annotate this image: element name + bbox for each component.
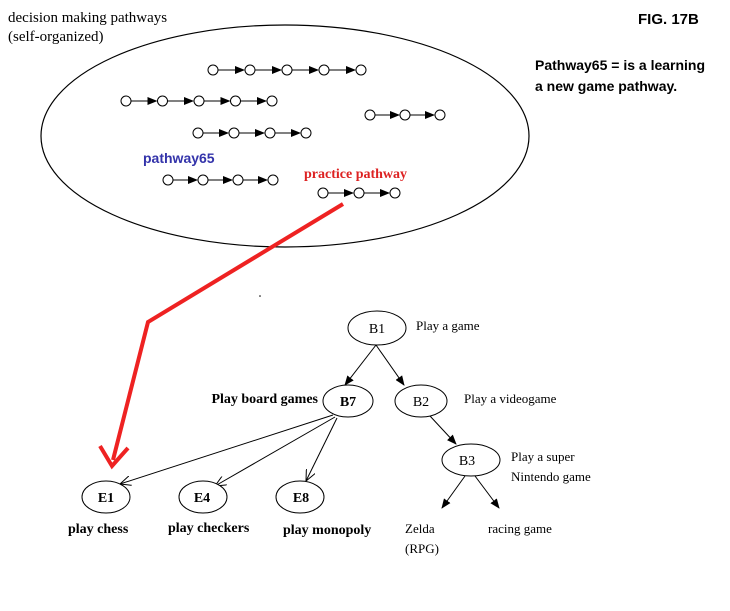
pathway-node <box>266 95 278 107</box>
pathway-row <box>192 127 312 139</box>
practice-link-arrow <box>111 202 345 461</box>
node-e4-caption: play checkers <box>168 521 250 536</box>
node-b2: B2 <box>394 384 448 418</box>
pathway-node <box>399 109 411 121</box>
node-e4-id: E4 <box>194 491 210 506</box>
pathway-memory-ellipse <box>40 24 530 248</box>
memory-title-line2: (self-organized) <box>8 29 104 45</box>
pathway-node <box>434 109 446 121</box>
pathway65-label: pathway65 <box>143 150 215 166</box>
pathway65-row <box>162 174 279 186</box>
pathway-row <box>207 64 367 76</box>
pathway-node <box>192 127 204 139</box>
pathway-node <box>244 64 256 76</box>
node-b7-id: B7 <box>340 395 356 410</box>
pathway-node <box>317 187 329 199</box>
node-b2-id: B2 <box>413 395 429 410</box>
pathway-node <box>207 64 219 76</box>
pathway-node <box>300 127 312 139</box>
stray-dot <box>259 295 261 297</box>
edge-b1-b7 <box>344 344 377 386</box>
pathway-node <box>264 127 276 139</box>
leaf-racing-game: racing game <box>488 521 552 536</box>
practice-link-arrowhead <box>98 444 130 470</box>
pathway-node <box>197 174 209 186</box>
pathway-node <box>281 64 293 76</box>
pathway-node <box>157 95 168 107</box>
edge-b7-e8 <box>306 417 338 481</box>
pathway-node <box>364 109 376 121</box>
node-b7-caption: Play board games <box>211 392 318 407</box>
edge-b7-e1 <box>120 414 334 484</box>
leaf-zelda-line1: Zelda <box>405 521 435 536</box>
pathway-node <box>228 127 240 139</box>
node-e1: E1 <box>81 480 131 514</box>
node-b2-caption: Play a videogame <box>464 391 557 406</box>
edge-b3-racing <box>474 475 500 509</box>
practice-pathway-row <box>317 187 401 199</box>
pathway-node <box>318 64 330 76</box>
leaf-zelda-line2: (RPG) <box>405 541 439 556</box>
node-b1-id: B1 <box>369 322 385 337</box>
edge-b2-b3 <box>429 415 457 445</box>
node-b3-caption-line2: Nintendo game <box>511 469 591 484</box>
pathway-node <box>389 187 401 199</box>
pathway-node <box>355 64 367 76</box>
practice-pathway-label: practice pathway <box>304 167 407 182</box>
pathway-row <box>120 95 278 107</box>
note-line1: Pathway65 = is a learning <box>535 57 705 73</box>
node-b1: B1 <box>347 310 407 346</box>
pathway-row <box>364 109 446 121</box>
pathway-node <box>162 174 174 186</box>
edge-b1-b2 <box>375 344 405 386</box>
pathway-node <box>193 95 205 107</box>
node-e8-caption: play monopoly <box>283 523 371 538</box>
node-e4: E4 <box>178 480 228 514</box>
pathway-node <box>353 187 365 199</box>
node-b3-id: B3 <box>459 454 475 469</box>
pathway-node <box>120 95 132 107</box>
node-b3-caption-line1: Play a super <box>511 449 575 464</box>
pathway-node <box>267 174 279 186</box>
node-e1-caption: play chess <box>68 522 129 537</box>
pathway-node <box>232 174 244 186</box>
figure-label: FIG. 17B <box>638 11 699 28</box>
pathway-node <box>230 95 241 107</box>
edge-b3-zelda <box>441 475 466 509</box>
node-e8-id: E8 <box>293 491 309 506</box>
node-b3: B3 <box>441 443 501 477</box>
node-b1-caption: Play a game <box>416 318 480 333</box>
memory-title-line1: decision making pathways <box>8 10 167 26</box>
node-e8: E8 <box>275 480 325 514</box>
edge-b7-e4 <box>215 416 336 486</box>
note-line2: a new game pathway. <box>535 78 677 94</box>
node-e1-id: E1 <box>98 491 114 506</box>
node-b7: B7 <box>322 384 374 418</box>
